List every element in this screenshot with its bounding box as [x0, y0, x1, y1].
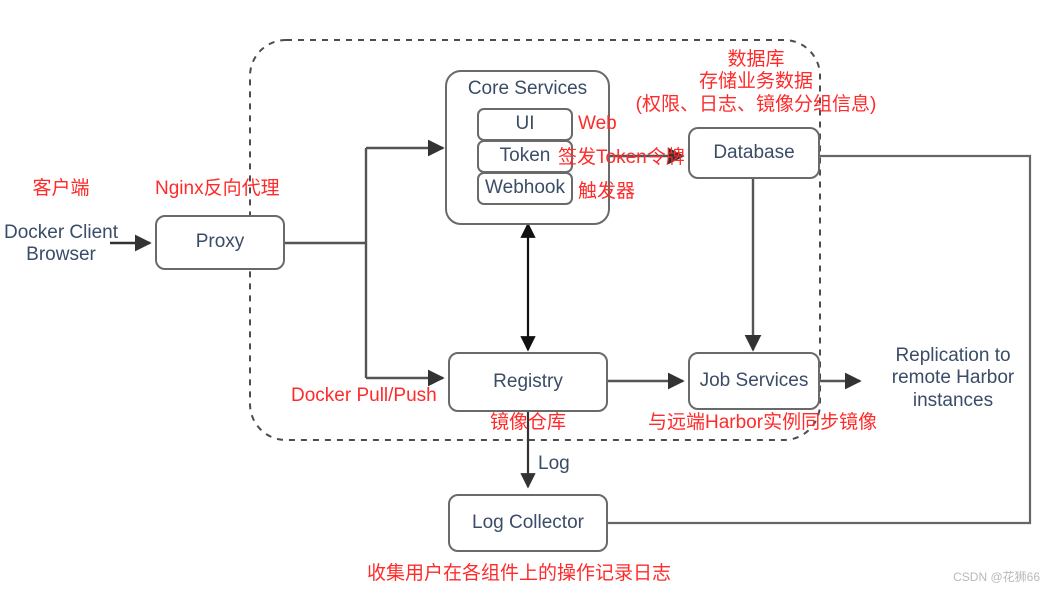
edge-label-log: Log [538, 453, 570, 474]
node-proxy[interactable]: Proxy [155, 215, 285, 270]
annotation-database-line-3: (权限、日志、镜像分组信息) [635, 93, 877, 115]
client-line-1: Docker Client [3, 222, 119, 243]
annotation-token: 签发Token令牌 [558, 147, 685, 168]
node-database[interactable]: Database [688, 127, 820, 179]
annotation-log-collect: 收集用户在各组件上的操作记录日志 [367, 563, 672, 584]
replication-line-2: remote Harbor [891, 367, 1015, 389]
annotation-web: Web [578, 113, 617, 134]
node-core-ui-label: UI [515, 113, 535, 135]
annotation-nginx-proxy: Nginx反向代理 [155, 178, 280, 199]
node-log-collector[interactable]: Log Collector [448, 494, 608, 552]
annotation-job-sync: 与远端Harbor实例同步镜像 [648, 412, 878, 433]
node-database-label: Database [713, 141, 795, 163]
annotation-webhook: 触发器 [578, 181, 636, 202]
node-core-token-label: Token [499, 145, 551, 167]
node-core-token[interactable]: Token [477, 140, 573, 173]
client-line-2: Browser [26, 244, 96, 266]
node-registry-label: Registry [493, 370, 563, 392]
annotation-docker-pull-push: Docker Pull/Push [291, 385, 437, 406]
node-core-ui[interactable]: UI [477, 108, 573, 141]
external-client-text: Docker Client Browser [0, 222, 122, 267]
node-core-services-label: Core Services [467, 78, 588, 99]
node-registry[interactable]: Registry [448, 352, 608, 412]
annotation-client: 客户端 [32, 178, 90, 199]
node-log-collector-label: Log Collector [472, 511, 584, 533]
core-services-sublist: UI Token Webhook [477, 108, 573, 205]
node-core-services[interactable]: Core Services UI Token Webhook [445, 70, 610, 225]
edge-logcollector-to-database [608, 148, 1032, 525]
annotation-database-line-1: 数据库 [727, 49, 785, 70]
external-replication-text: Replication to remote Harbor instances [858, 345, 1048, 412]
watermark: CSDN @花狮66 [953, 570, 1040, 584]
replication-line-3: instances [912, 389, 994, 411]
node-job-services[interactable]: Job Services [688, 352, 820, 410]
node-job-services-label: Job Services [699, 369, 809, 391]
node-proxy-label: Proxy [195, 231, 245, 253]
node-core-webhook-label: Webhook [485, 177, 565, 199]
node-core-webhook[interactable]: Webhook [477, 172, 573, 205]
annotation-database-line-2: 存储业务数据 [698, 71, 813, 93]
annotation-database: 数据库 存储业务数据 (权限、日志、镜像分组信息) [606, 49, 906, 116]
annotation-registry-repo: 镜像仓库 [489, 412, 566, 433]
replication-line-1: Replication to [895, 345, 1011, 366]
